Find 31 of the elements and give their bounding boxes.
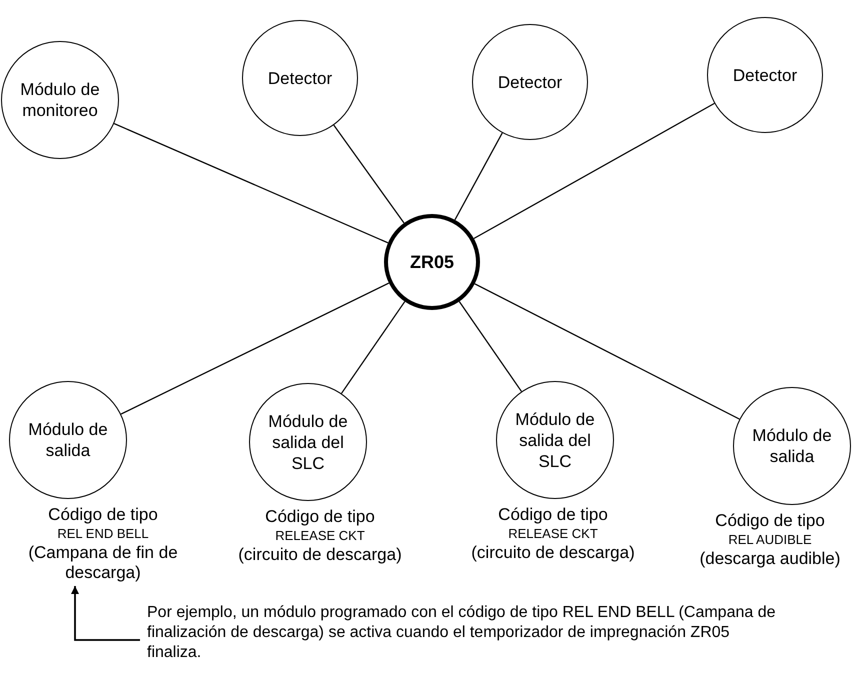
- connector-line: [454, 132, 503, 220]
- node-label: Detector: [732, 64, 798, 86]
- caption-text: Código de tipo: [497, 505, 609, 525]
- connector-line: [120, 282, 390, 415]
- leader-arrow: [71, 586, 140, 641]
- connector-line: [474, 102, 715, 240]
- node-label: ZR05: [408, 252, 455, 272]
- caption-text: Código de tipo: [47, 505, 159, 525]
- connector-line: [458, 301, 522, 392]
- caption-text: Código de tipo: [264, 507, 376, 527]
- node-label: Módulo de salida del SLC: [514, 408, 596, 472]
- node-label: Detector: [266, 68, 334, 88]
- connector-line: [474, 283, 740, 420]
- connector-line: [114, 123, 388, 244]
- node-label: Detector: [496, 72, 564, 92]
- connector-line: [340, 301, 406, 394]
- type-code: RELEASE CKT: [507, 525, 599, 543]
- node-label: Módulo de salida del SLC: [267, 410, 349, 474]
- node-label: Módulo de salida: [27, 419, 109, 461]
- node-label: Módulo de salida: [751, 425, 833, 467]
- caption-text: (circuito de descarga): [470, 543, 636, 563]
- connector-line: [333, 124, 404, 224]
- caption-text: (Campana de fin de descarga): [27, 543, 179, 583]
- caption-text: (circuito de descarga): [237, 545, 403, 565]
- caption-text: (descarga audible): [698, 549, 842, 569]
- type-code: REL END BELL: [56, 525, 150, 543]
- caption-text: Código de tipo: [714, 511, 826, 531]
- node-label: Módulo de monitoreo: [19, 79, 101, 121]
- note-text: Por ejemplo, un módulo programado con el código de tipo REL END BELL (Campana de finalización de descarga) se activa cuando el temporizador de impregnación ZR05 finaliza.: [147, 603, 777, 663]
- type-code: RELEASE CKT: [274, 527, 366, 545]
- type-code: REL AUDIBLE: [727, 531, 813, 549]
